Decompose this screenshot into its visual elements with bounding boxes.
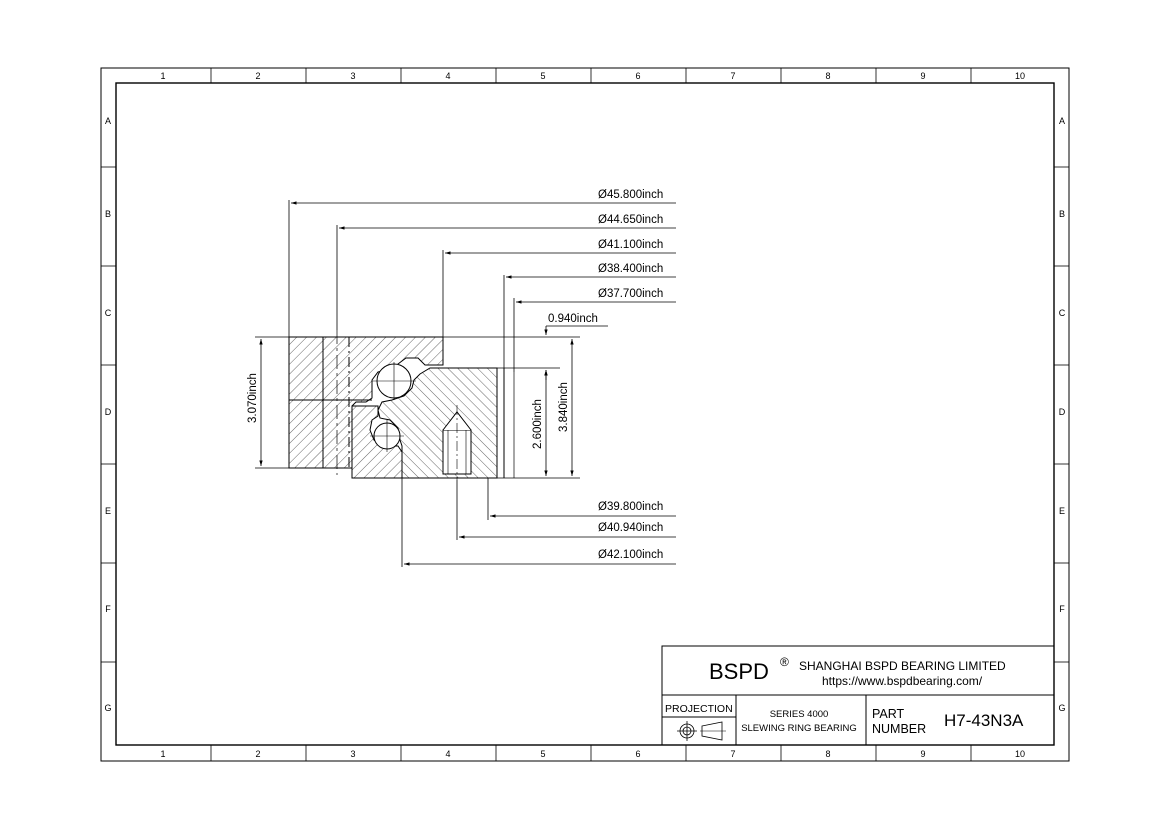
row-label: C xyxy=(1059,308,1066,318)
dim-od-1: Ø45.800inch xyxy=(598,189,663,201)
col-label: 3 xyxy=(350,71,355,81)
dimension-lines xyxy=(255,200,676,567)
col-label: 7 xyxy=(730,71,735,81)
company-name: SHANGHAI BSPD BEARING LIMITED xyxy=(799,659,1006,673)
row-label: G xyxy=(1058,703,1065,713)
dim-id-1: Ø39.800inch xyxy=(598,501,663,513)
col-label: 3 xyxy=(350,749,355,759)
row-label: A xyxy=(1059,116,1065,126)
title-block xyxy=(661,645,1055,746)
col-label: 10 xyxy=(1015,71,1025,81)
col-label: 6 xyxy=(635,749,640,759)
series-label: SERIES 4000 xyxy=(770,709,829,720)
col-label: 8 xyxy=(825,71,830,81)
row-label: B xyxy=(1059,209,1065,219)
dim-id-3: Ø42.100inch xyxy=(598,549,663,561)
col-label: 8 xyxy=(825,749,830,759)
col-label: 6 xyxy=(635,71,640,81)
dim-total-height: 3.070inch xyxy=(247,373,259,423)
row-label: E xyxy=(105,506,111,516)
col-label: 9 xyxy=(920,71,925,81)
zone-ticks xyxy=(101,68,1069,761)
part-number: H7-43N3A xyxy=(944,711,1024,730)
dimension-labels: Ø45.800inch Ø44.650inch Ø41.100inch Ø38.… xyxy=(247,189,663,561)
dim-height-a: 2.600inch xyxy=(532,399,544,449)
sheet-frame xyxy=(100,67,1070,762)
col-label: 10 xyxy=(1015,749,1025,759)
col-label: 2 xyxy=(255,749,260,759)
col-label: 1 xyxy=(160,749,165,759)
row-labels-left: A B C D E F G xyxy=(104,116,111,713)
title-block-text: BSPD ® SHANGHAI BSPD BEARING LIMITED htt… xyxy=(665,655,1024,736)
dim-height-b: 3.840inch xyxy=(558,382,570,432)
part-label-2: NUMBER xyxy=(872,722,926,736)
column-labels-bottom: 1 2 3 4 5 6 7 8 9 10 xyxy=(160,749,1025,759)
row-label: F xyxy=(1059,604,1065,614)
row-label: D xyxy=(105,407,112,417)
row-label: D xyxy=(1059,407,1066,417)
col-label: 9 xyxy=(920,749,925,759)
col-label: 1 xyxy=(160,71,165,81)
projection-symbol-icon xyxy=(677,721,726,741)
dim-id-2: Ø40.940inch xyxy=(598,522,663,534)
registered-mark: ® xyxy=(780,655,789,669)
projection-label: PROJECTION xyxy=(665,703,733,715)
row-label: G xyxy=(104,703,111,713)
row-label: F xyxy=(105,604,111,614)
col-label: 4 xyxy=(445,749,450,759)
part-label-1: PART xyxy=(872,707,905,721)
brand-logo: BSPD xyxy=(709,659,769,684)
col-label: 4 xyxy=(445,71,450,81)
company-website: https://www.bspdbearing.com/ xyxy=(822,674,983,688)
col-label: 2 xyxy=(255,71,260,81)
row-label: C xyxy=(105,308,112,318)
dim-offset: 0.940inch xyxy=(548,313,598,325)
dim-od-5: Ø37.700inch xyxy=(598,288,663,300)
description-label: SLEWING RING BEARING xyxy=(741,723,857,734)
row-label: B xyxy=(105,209,111,219)
dim-od-2: Ø44.650inch xyxy=(598,214,663,226)
dim-od-4: Ø38.400inch xyxy=(598,263,663,275)
col-label: 5 xyxy=(540,71,545,81)
dim-od-3: Ø41.100inch xyxy=(598,239,663,251)
row-labels-right: A B C D E F G xyxy=(1058,116,1065,713)
row-label: A xyxy=(105,116,111,126)
row-label: E xyxy=(1059,506,1065,516)
col-label: 5 xyxy=(540,749,545,759)
col-label: 7 xyxy=(730,749,735,759)
bearing-section xyxy=(288,330,515,480)
column-labels-top: 1 2 3 4 5 6 7 8 9 10 xyxy=(160,71,1025,81)
